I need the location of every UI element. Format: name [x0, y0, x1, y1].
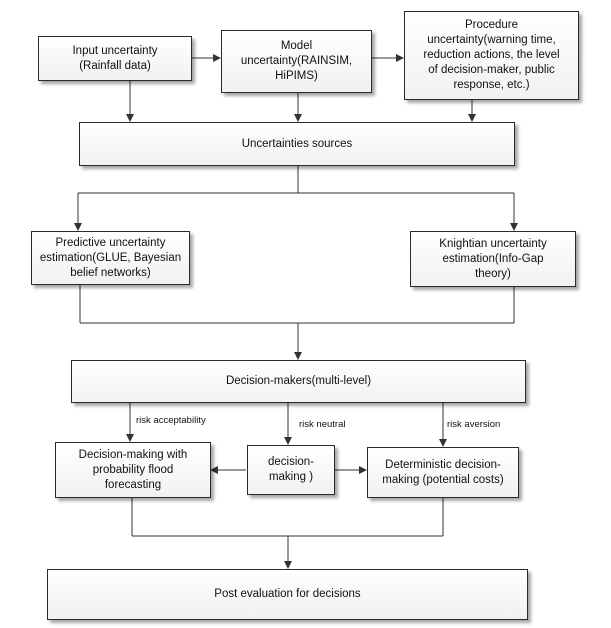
- knightian-uncertainty-box: Knightian uncertainty estimation(Info-Ga…: [410, 231, 576, 287]
- risk-neutral-label: risk neutral: [299, 419, 346, 430]
- deterministic-decision-box: Deterministic decision- making (potentia…: [367, 447, 519, 498]
- procedure-uncertainty-text: Procedure uncertainty(warning time, redu…: [423, 19, 560, 91]
- neutral-decision-box: decision- making ): [247, 445, 335, 495]
- post-evaluation-box: Post evaluation for decisions: [47, 569, 528, 620]
- predictive-uncertainty-text: Predictive uncertainty estimation(GLUE, …: [39, 236, 182, 279]
- procedure-uncertainty-box: Procedure uncertainty(warning time, redu…: [404, 11, 579, 100]
- deterministic-decision-text: Deterministic decision- making (potentia…: [382, 458, 504, 486]
- risk-aversion-label: risk aversion: [447, 419, 501, 430]
- risk-acceptability-label: risk acceptability: [136, 415, 206, 426]
- decision-makers-text: Decision-makers(multi-level): [225, 375, 372, 387]
- uncertainties-sources-box: Uncertainties sources: [79, 122, 515, 166]
- uncertainties-sources-text: Uncertainties sources: [241, 137, 353, 150]
- input-uncertainty-text: Input uncertainty (Rainfall data): [72, 44, 158, 72]
- probability-decision-box: Decision-making with probability flood f…: [55, 442, 211, 498]
- input-uncertainty-box: Input uncertainty (Rainfall data): [38, 36, 192, 81]
- probability-decision-text: Decision-making with probability flood f…: [78, 448, 188, 491]
- model-uncertainty-text: Model uncertainty(RAINSIM, HiPIMS): [240, 40, 353, 82]
- model-uncertainty-box: Model uncertainty(RAINSIM, HiPIMS): [221, 30, 372, 93]
- neutral-decision-text: decision- making ): [267, 456, 315, 483]
- decision-makers-box: Decision-makers(multi-level): [71, 360, 526, 403]
- predictive-uncertainty-box: Predictive uncertainty estimation(GLUE, …: [31, 231, 190, 285]
- post-evaluation-text: Post evaluation for decisions: [214, 588, 361, 600]
- knightian-uncertainty-text: Knightian uncertainty estimation(Info-Ga…: [439, 237, 547, 280]
